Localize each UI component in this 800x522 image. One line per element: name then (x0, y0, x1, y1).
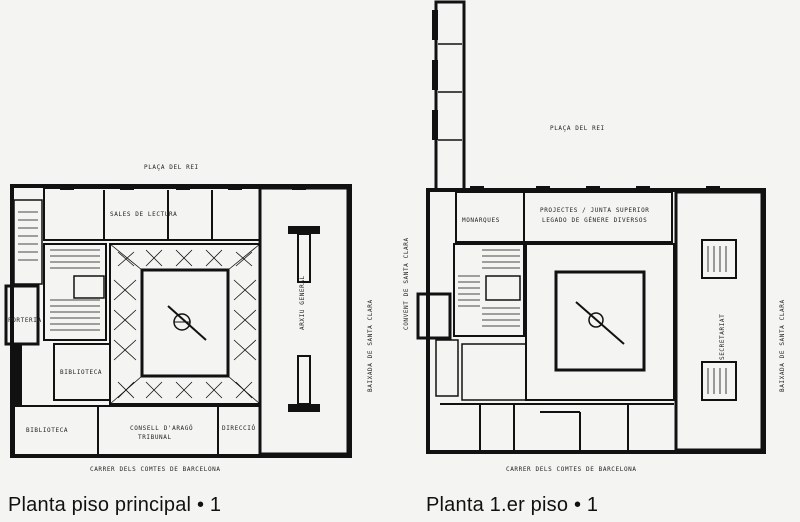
left-plan-caption-mark: • 1 (196, 494, 222, 516)
left-council-sub-label: TRIBUNAL (138, 434, 172, 441)
right-floor-plan: PLAÇA DEL REI MONARQUES PROJECTES / JUNT… (403, 0, 786, 473)
right-right-side-label: BAIXADA DE SANTA CLARA (779, 299, 786, 392)
left-porter-label: PORTERIA (8, 317, 42, 324)
left-floor-plan: PLAÇA DEL REI SALES DE LECTURA ARXIU GEN… (4, 164, 374, 473)
right-plan-caption-text: Planta 1.er piso (426, 494, 569, 516)
right-central-hall (525, 243, 675, 401)
right-plan-caption-mark: • 1 (573, 494, 599, 516)
left-library-b-label: BIBLIOTECA (26, 427, 68, 434)
left-archive-label: ARXIU GENERAL (299, 275, 306, 330)
right-secretary-label: SECRETARIAT (719, 314, 726, 360)
right-plan-caption: Planta 1.er piso • 1 (426, 494, 598, 517)
right-top-street-label: PLAÇA DEL REI (550, 125, 605, 132)
right-outer-wall (426, 188, 766, 454)
left-reading-rooms-label: SALES DE LECTURA (110, 211, 177, 218)
right-monarchs-label: MONARQUES (462, 217, 500, 224)
left-bottom-street-label: CARRER DELS COMTES DE BARCELONA (90, 466, 221, 473)
floor-plans: PLAÇA DEL REI SALES DE LECTURA ARXIU GEN… (4, 0, 786, 473)
right-courtyard (554, 270, 646, 372)
right-left-side-label: CONVENT DE SANTA CLARA (403, 237, 410, 330)
left-plan-caption: Planta piso principal • 1 (8, 494, 221, 517)
left-office-label: DIRECCIÓ (222, 425, 256, 432)
left-plan-caption-text: Planta piso principal (8, 494, 192, 516)
right-projects-sub-label: LEGADO DE GÉNERE DIVERSOS (542, 216, 647, 224)
left-council-label: CONSELL D'ARAGÓ (130, 425, 193, 432)
left-courtyard (140, 268, 230, 378)
left-library-a-label: BIBLIOTECA (60, 369, 102, 376)
right-tower (434, 0, 466, 192)
right-projects-label: PROJECTES / JUNTA SUPERIOR (540, 207, 650, 214)
left-side-street-label: BAIXADA DE SANTA CLARA (367, 299, 374, 392)
left-top-street-label: PLAÇA DEL REI (144, 164, 199, 171)
right-bottom-street-label: CARRER DELS COMTES DE BARCELONA (506, 466, 637, 473)
left-cloister (109, 243, 261, 405)
right-secretary-wing (674, 190, 764, 452)
